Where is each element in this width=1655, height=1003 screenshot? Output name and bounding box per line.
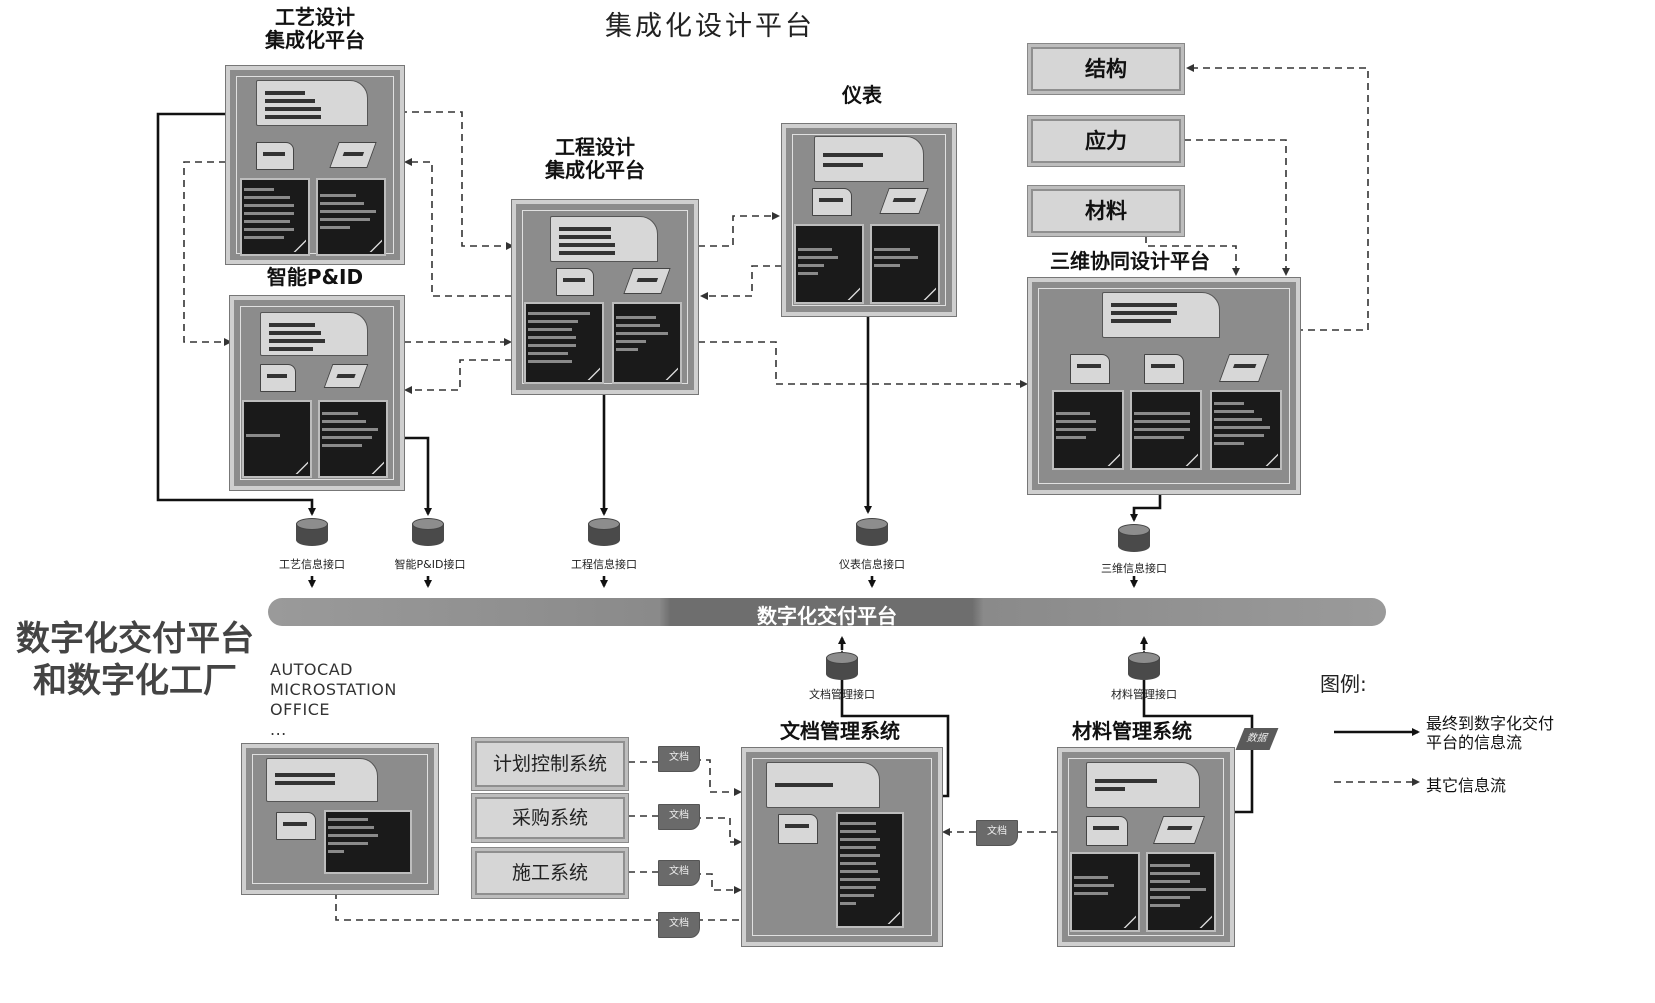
engineering-platform-panel: [512, 200, 698, 394]
purchase-system-box: 采购系统: [472, 794, 628, 842]
solid-flow: [404, 436, 432, 516]
doc-tag-construction: 文档: [658, 860, 700, 886]
instrument-interface-label: 仪表信息接口: [839, 558, 905, 571]
pid-platform-panel: [230, 296, 404, 490]
pid-interface-label: 智能P&ID接口: [394, 558, 466, 571]
construction-system-box: 施工系统: [472, 848, 628, 898]
dashed-flow: [698, 341, 1028, 388]
threed-platform-label: 三维协同设计平台: [1050, 249, 1210, 273]
dashed-flow: [694, 873, 742, 894]
dashed-flow: [183, 161, 232, 346]
dashed-flow: [694, 759, 742, 796]
engineering-platform-label: 工程设计 集成化平台: [545, 135, 645, 182]
docmgmt-system-panel: [742, 748, 942, 946]
engineering-interface-db-icon: [588, 518, 620, 550]
pid-platform-label: 智能P&ID: [266, 265, 364, 289]
diagram-title: 集成化设计平台: [605, 11, 815, 42]
data-tag-material: 数据: [1235, 728, 1279, 750]
pid-interface-db-icon: [412, 518, 444, 550]
process-interface-label: 工艺信息接口: [279, 558, 345, 571]
legend-solid-text: 最终到数字化交付 平台的信息流: [1426, 714, 1555, 752]
engineering-interface-label: 工程信息接口: [571, 558, 637, 571]
doc-tag-plan: 文档: [658, 746, 700, 772]
instrument-label: 仪表: [842, 83, 882, 107]
doc-tag-purchase: 文档: [658, 804, 700, 830]
digital-delivery-platform-bar: 数字化交付平台: [268, 598, 1386, 628]
material-box: 材料: [1028, 186, 1184, 236]
threed-interface-label: 三维信息接口: [1101, 562, 1167, 575]
solid-flow: [1130, 494, 1162, 522]
process-platform-panel: [226, 66, 404, 264]
digital-delivery-and-factory-title: 数字化交付平台 和数字化工厂: [16, 619, 254, 701]
instrument-panel: [782, 124, 956, 316]
matmgmt-interface-label: 材料管理接口: [1111, 688, 1177, 701]
docmgmt-system-label: 文档管理系统: [780, 719, 900, 743]
legend-title: 图例:: [1320, 672, 1367, 696]
matmgmt-system-label: 材料管理系统: [1072, 719, 1192, 743]
dashed-flow: [694, 817, 742, 846]
threed-interface-db-icon: [1118, 524, 1150, 556]
docmgmt-interface-label: 文档管理接口: [809, 688, 875, 701]
stress-box: 应力: [1028, 116, 1184, 166]
doc-tag-material: 文档: [976, 820, 1018, 846]
matmgmt-system-panel: [1058, 748, 1234, 946]
dashed-flow: [400, 111, 514, 250]
instrument-interface-db-icon: [856, 518, 888, 550]
legend-dashed-text: 其它信息流: [1426, 776, 1507, 795]
matmgmt-interface-db-icon: [1128, 652, 1160, 684]
process-platform-label: 工艺设计 集成化平台: [265, 5, 365, 52]
plan-control-system-box: 计划控制系统: [472, 738, 628, 790]
dashed-flow: [404, 158, 512, 297]
process-interface-db-icon: [296, 518, 328, 550]
office-software-panel: [242, 744, 438, 894]
digital-delivery-platform-label: 数字化交付平台: [757, 604, 897, 628]
dashed-flow: [404, 359, 512, 394]
office-software-list: AUTOCAD MICROSTATION OFFICE ...: [270, 660, 397, 739]
threed-platform-panel: [1028, 278, 1300, 494]
structure-box: 结构: [1028, 44, 1184, 94]
doc-tag-office: 文档: [658, 912, 700, 938]
docmgmt-interface-db-icon: [826, 652, 858, 684]
dashed-flow: [700, 265, 782, 300]
dashed-flow: [698, 212, 780, 247]
